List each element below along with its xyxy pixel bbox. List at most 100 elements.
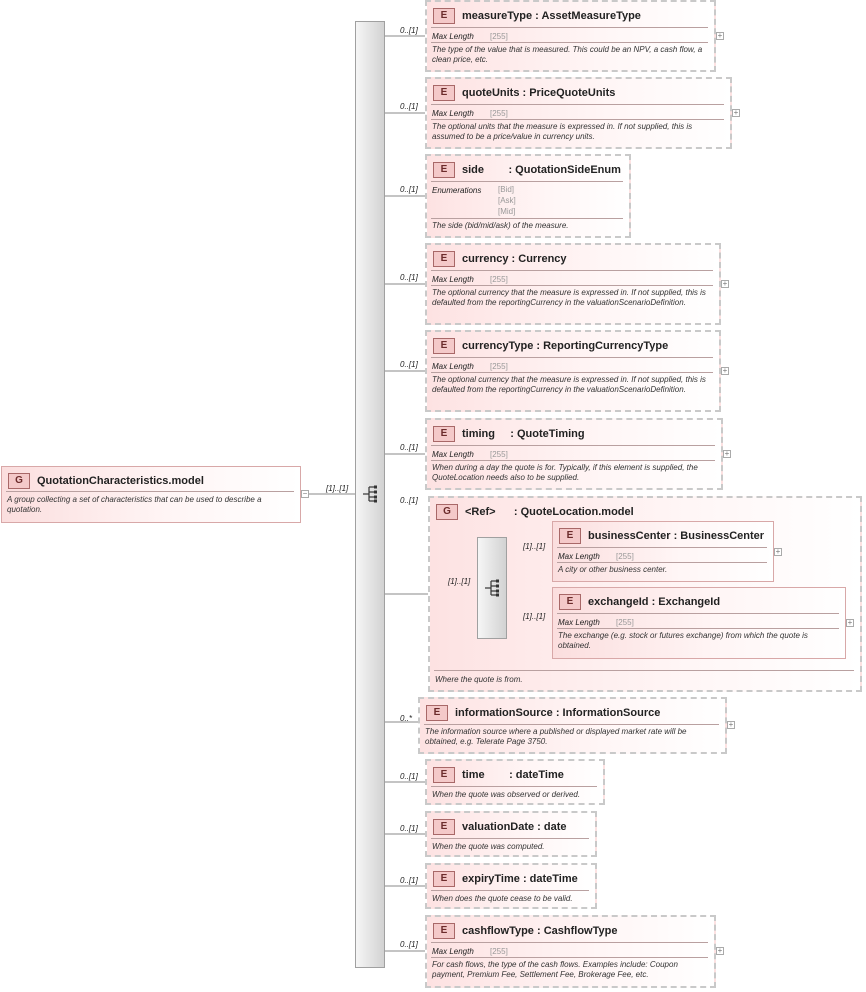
element-currency[interactable]: E currency : Currency Max Length [255] T… bbox=[425, 243, 721, 325]
cardinality-label: 0..[1] bbox=[400, 273, 418, 282]
cardinality-label: [1]..[1] bbox=[448, 577, 471, 586]
element-description: The exchange (e.g. stock or futures exch… bbox=[558, 631, 808, 650]
element-title: currencyType : ReportingCurrencyType bbox=[462, 340, 669, 352]
max-length-value: [255] bbox=[490, 947, 508, 956]
element-description: For cash flows, the type of the cash flo… bbox=[432, 960, 678, 979]
max-length-label: Max Length bbox=[432, 109, 474, 118]
element-timing[interactable]: E timing : QuoteTiming Max Length [255] … bbox=[425, 418, 723, 490]
element-badge: E bbox=[433, 871, 455, 887]
element-title: exchangeId : ExchangeId bbox=[588, 596, 721, 608]
element-title: quoteUnits : PriceQuoteUnits bbox=[462, 87, 616, 99]
element-time[interactable]: E time : dateTime When the quote was obs… bbox=[425, 759, 605, 805]
plus-icon[interactable]: + bbox=[727, 720, 735, 729]
cardinality-label: 0..[1] bbox=[400, 26, 418, 35]
element-badge: E bbox=[559, 528, 581, 544]
element-title: currency : Currency bbox=[462, 253, 567, 265]
group-title: <Ref> : QuoteLocation.model bbox=[465, 506, 634, 518]
element-side[interactable]: E side : QuotationSideEnum Enumerations … bbox=[425, 154, 631, 238]
cardinality-label: 0..[1] bbox=[400, 772, 418, 781]
element-title: valuationDate : date bbox=[462, 821, 567, 833]
root-group-description: A group collecting a set of characterist… bbox=[7, 495, 262, 514]
cardinality-label: 0..[1] bbox=[400, 940, 418, 949]
cardinality-label: 0..[1] bbox=[400, 185, 418, 194]
sequence-icon bbox=[485, 579, 499, 597]
element-title: side : QuotationSideEnum bbox=[462, 164, 621, 176]
sequence-compositor bbox=[355, 21, 385, 968]
element-badge: E bbox=[433, 338, 455, 354]
element-badge: E bbox=[433, 251, 455, 267]
enum-value: [Mid] bbox=[498, 207, 516, 216]
element-description: When during a day the quote is for. Typi… bbox=[432, 463, 698, 482]
plus-icon[interactable]: + bbox=[723, 449, 731, 458]
root-group-box[interactable]: G QuotationCharacteristics.model A group… bbox=[1, 466, 301, 523]
element-badge: E bbox=[433, 85, 455, 101]
plus-icon[interactable]: + bbox=[716, 31, 724, 40]
cardinality-label: 0..[1] bbox=[400, 443, 418, 452]
group-description: Where the quote is from. bbox=[435, 675, 523, 684]
element-title: businessCenter : BusinessCenter bbox=[588, 530, 765, 542]
max-length-value: [255] bbox=[490, 275, 508, 284]
element-description: A city or other business center. bbox=[558, 565, 668, 574]
element-cashflowType[interactable]: E cashflowType : CashflowType Max Length… bbox=[425, 915, 716, 988]
element-expiryTime[interactable]: E expiryTime : dateTime When does the qu… bbox=[425, 863, 597, 909]
element-description: The side (bid/mid/ask) of the measure. bbox=[432, 221, 569, 230]
element-businessCenter[interactable]: E businessCenter : BusinessCenter Max Le… bbox=[552, 521, 774, 582]
max-length-value: [255] bbox=[490, 109, 508, 118]
element-currencyType[interactable]: E currencyType : ReportingCurrencyType M… bbox=[425, 330, 721, 412]
plus-icon[interactable]: + bbox=[774, 547, 782, 556]
element-description: The optional units that the measure is e… bbox=[432, 122, 693, 141]
element-description: The optional currency that the measure i… bbox=[432, 288, 706, 307]
max-length-value: [255] bbox=[616, 618, 634, 627]
group-badge: G bbox=[8, 473, 30, 489]
element-badge: E bbox=[426, 705, 448, 721]
element-title: time : dateTime bbox=[462, 769, 564, 781]
element-valuationDate[interactable]: E valuationDate : date When the quote wa… bbox=[425, 811, 597, 857]
element-description: The information source where a published… bbox=[425, 727, 687, 746]
element-informationSource[interactable]: E informationSource : InformationSource … bbox=[418, 697, 727, 754]
element-badge: E bbox=[433, 923, 455, 939]
cardinality-label: 0..[1] bbox=[400, 496, 418, 505]
element-title: timing : QuoteTiming bbox=[462, 428, 585, 440]
element-quoteUnits[interactable]: E quoteUnits : PriceQuoteUnits Max Lengt… bbox=[425, 77, 732, 149]
max-length-value: [255] bbox=[490, 362, 508, 371]
group-badge: G bbox=[436, 504, 458, 520]
inner-sequence-compositor bbox=[477, 537, 507, 639]
plus-icon[interactable]: + bbox=[716, 946, 724, 955]
max-length-value: [255] bbox=[616, 552, 634, 561]
cardinality-label: [1]..[1] bbox=[523, 542, 546, 551]
collapse-icon[interactable]: − bbox=[301, 489, 309, 498]
element-badge: E bbox=[433, 767, 455, 783]
max-length-label: Max Length bbox=[432, 32, 474, 41]
element-description: The type of the value that is measured. … bbox=[432, 45, 703, 64]
element-measureType[interactable]: E measureType : AssetMeasureType Max Len… bbox=[425, 0, 716, 72]
enumerations-label: Enumerations bbox=[432, 186, 482, 195]
element-title: informationSource : InformationSource bbox=[455, 707, 661, 719]
max-length-label: Max Length bbox=[432, 947, 474, 956]
cardinality-label: [1]..[1] bbox=[523, 612, 546, 621]
max-length-label: Max Length bbox=[432, 275, 474, 284]
cardinality-label: 0..[1] bbox=[400, 876, 418, 885]
max-length-label: Max Length bbox=[432, 450, 474, 459]
max-length-label: Max Length bbox=[558, 552, 600, 561]
element-badge: E bbox=[433, 8, 455, 24]
element-description: When does the quote cease to be valid. bbox=[432, 894, 573, 903]
element-badge: E bbox=[433, 162, 455, 178]
element-title: cashflowType : CashflowType bbox=[462, 925, 618, 937]
max-length-value: [255] bbox=[490, 450, 508, 459]
plus-icon[interactable]: + bbox=[846, 618, 854, 627]
element-badge: E bbox=[559, 594, 581, 610]
element-exchangeId[interactable]: E exchangeId : ExchangeId Max Length [25… bbox=[552, 587, 846, 659]
cardinality-label: 0..[1] bbox=[400, 824, 418, 833]
element-title: expiryTime : dateTime bbox=[462, 873, 578, 885]
plus-icon[interactable]: + bbox=[732, 108, 740, 117]
enum-value: [Bid] bbox=[498, 185, 515, 194]
plus-icon[interactable]: + bbox=[721, 366, 729, 375]
plus-icon[interactable]: + bbox=[721, 279, 729, 288]
cardinality-label: 0..[1] bbox=[400, 360, 418, 369]
element-title: measureType : AssetMeasureType bbox=[462, 10, 641, 22]
element-badge: E bbox=[433, 819, 455, 835]
root-cardinality: [1]..[1] bbox=[326, 484, 349, 493]
element-description: When the quote was computed. bbox=[432, 842, 545, 851]
cardinality-label: 0..* bbox=[400, 714, 413, 723]
